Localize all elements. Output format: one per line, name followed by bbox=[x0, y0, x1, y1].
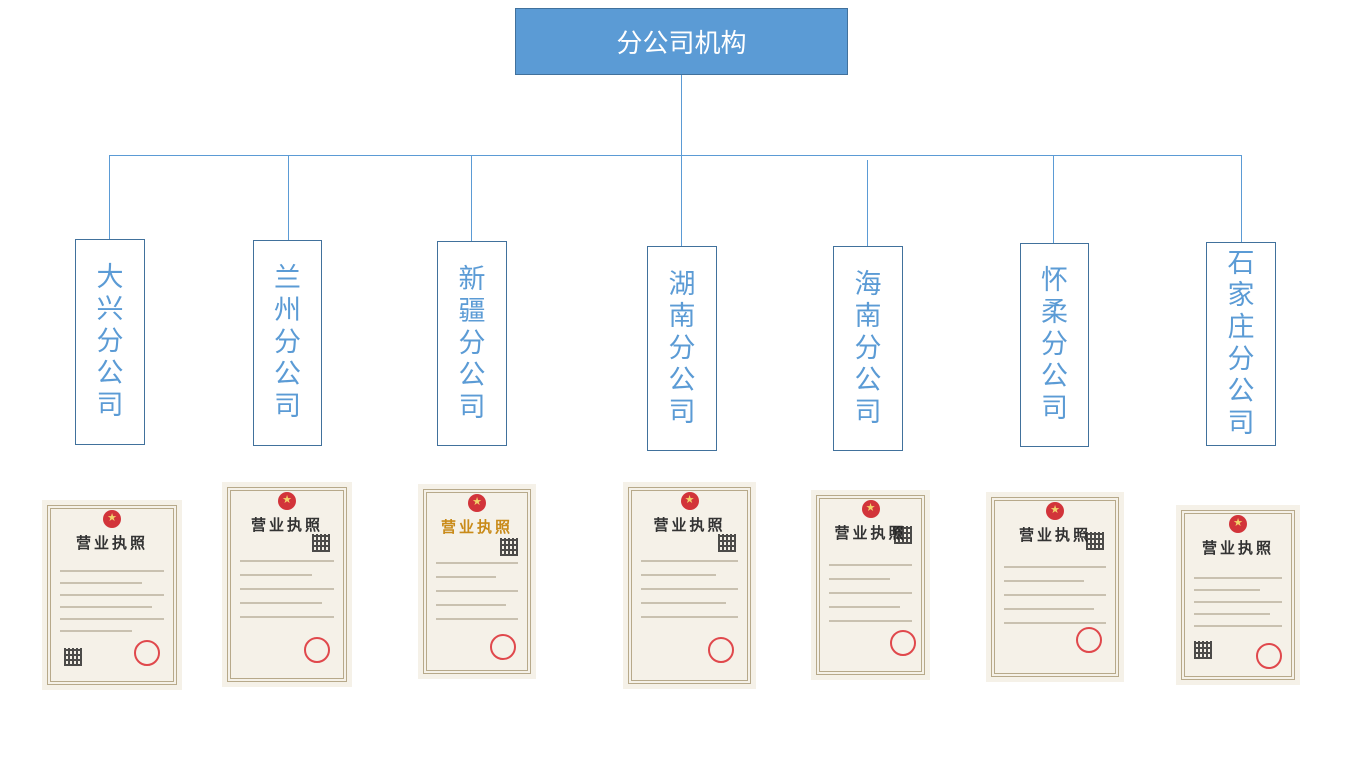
branch-name-char: 公 bbox=[274, 359, 301, 390]
branch-name-char: 疆 bbox=[458, 295, 486, 327]
branch-connector bbox=[109, 155, 110, 240]
branch-box-daxing: 大兴分公司 bbox=[75, 239, 145, 445]
branch-connector bbox=[681, 155, 682, 247]
branch-name-char: 家 bbox=[1227, 280, 1255, 311]
qr-code-icon bbox=[312, 534, 330, 552]
branch-name-char: 司 bbox=[96, 390, 124, 421]
branch-name-char: 南 bbox=[854, 300, 882, 332]
license-title: 营业执照 bbox=[440, 518, 513, 536]
branch-name-char: 海 bbox=[854, 268, 882, 300]
branch-name-char: 司 bbox=[668, 396, 696, 428]
emblem-icon bbox=[468, 494, 486, 512]
branch-name-char: 湖 bbox=[668, 268, 696, 300]
branch-name-char: 新 bbox=[458, 263, 486, 295]
branch-name-char: 大 bbox=[96, 262, 124, 293]
emblem-icon bbox=[278, 492, 296, 510]
branch-name-char: 司 bbox=[1041, 393, 1068, 424]
seal-icon bbox=[490, 634, 516, 660]
branch-name-char: 公 bbox=[1227, 376, 1255, 407]
branch-name-char: 司 bbox=[854, 396, 882, 428]
branch-name-char: 分 bbox=[668, 332, 696, 364]
branch-name-char: 公 bbox=[668, 364, 696, 396]
business-license-image: 营业执照 bbox=[811, 490, 930, 680]
branch-name-char: 分 bbox=[274, 327, 301, 358]
branch-name-char: 南 bbox=[668, 300, 696, 332]
branch-box-lanzhou: 兰州分公司 bbox=[253, 240, 322, 446]
emblem-icon bbox=[1046, 502, 1064, 520]
license-title: 营业执照 bbox=[75, 534, 148, 552]
qr-code-icon bbox=[1086, 532, 1104, 550]
branch-box-xinjiang: 新疆分公司 bbox=[437, 241, 507, 446]
branch-connector bbox=[1053, 155, 1054, 244]
branch-box-shijiazhuang: 石家庄分公司 bbox=[1206, 242, 1276, 446]
branch-box-hainan: 海南分公司 bbox=[833, 246, 903, 451]
business-license-image: 营业执照 bbox=[986, 492, 1124, 682]
license-title: 营业执照 bbox=[250, 516, 323, 534]
branch-connector bbox=[471, 155, 472, 242]
branch-name-char: 州 bbox=[274, 295, 301, 326]
seal-icon bbox=[1256, 643, 1282, 669]
seal-icon bbox=[1076, 627, 1102, 653]
branch-connector bbox=[867, 160, 868, 247]
emblem-icon bbox=[680, 492, 699, 510]
branch-name-char: 兰 bbox=[274, 263, 301, 294]
emblem-icon bbox=[103, 510, 121, 528]
qr-code-icon bbox=[64, 648, 82, 666]
seal-icon bbox=[890, 630, 916, 656]
branch-name-char: 分 bbox=[1041, 329, 1068, 360]
branch-name-char: 公 bbox=[458, 359, 486, 391]
business-license-image: 营业执照 bbox=[418, 484, 536, 679]
branch-name-char: 庄 bbox=[1227, 312, 1255, 343]
branch-connector bbox=[288, 155, 289, 241]
branch-name-char: 兴 bbox=[96, 294, 124, 325]
business-license-image: 营业执照 bbox=[222, 482, 352, 687]
branch-name-char: 分 bbox=[1227, 344, 1255, 375]
branch-name-char: 怀 bbox=[1041, 265, 1068, 296]
qr-code-icon bbox=[1194, 641, 1212, 659]
qr-code-icon bbox=[894, 526, 912, 544]
business-license-image: 营业执照 bbox=[1176, 505, 1300, 685]
branch-connector bbox=[1241, 155, 1242, 243]
root-title: 分公司机构 bbox=[616, 29, 747, 59]
root-connector bbox=[681, 75, 682, 155]
seal-icon bbox=[304, 637, 330, 663]
emblem-icon bbox=[1229, 515, 1247, 533]
branch-name-char: 分 bbox=[458, 327, 486, 359]
seal-icon bbox=[134, 640, 160, 666]
branch-name-char: 柔 bbox=[1041, 297, 1068, 328]
horizontal-bus bbox=[109, 155, 1242, 156]
branch-name-char: 公 bbox=[1041, 361, 1068, 392]
branch-name-char: 司 bbox=[458, 391, 486, 423]
branch-name-char: 分 bbox=[96, 326, 124, 357]
branch-name-char: 司 bbox=[1227, 408, 1255, 439]
seal-icon bbox=[708, 637, 734, 663]
branch-name-char: 公 bbox=[854, 364, 882, 396]
branch-box-hunan: 湖南分公司 bbox=[647, 246, 717, 451]
business-license-image: 营业执照 bbox=[42, 500, 182, 690]
emblem-icon bbox=[861, 500, 880, 518]
branch-box-huairou: 怀柔分公司 bbox=[1020, 243, 1089, 447]
license-title: 营业执照 bbox=[1201, 539, 1274, 557]
root-node: 分公司机构 bbox=[515, 8, 848, 75]
license-title: 营业执照 bbox=[1018, 526, 1091, 544]
license-title: 营业执照 bbox=[834, 524, 907, 542]
business-license-image: 营业执照 bbox=[623, 482, 756, 689]
license-title: 营业执照 bbox=[653, 516, 726, 534]
qr-code-icon bbox=[500, 538, 518, 556]
branch-name-char: 石 bbox=[1227, 248, 1255, 279]
branch-name-char: 司 bbox=[274, 391, 301, 422]
branch-name-char: 分 bbox=[854, 332, 882, 364]
branch-name-char: 公 bbox=[96, 358, 124, 389]
qr-code-icon bbox=[718, 534, 736, 552]
